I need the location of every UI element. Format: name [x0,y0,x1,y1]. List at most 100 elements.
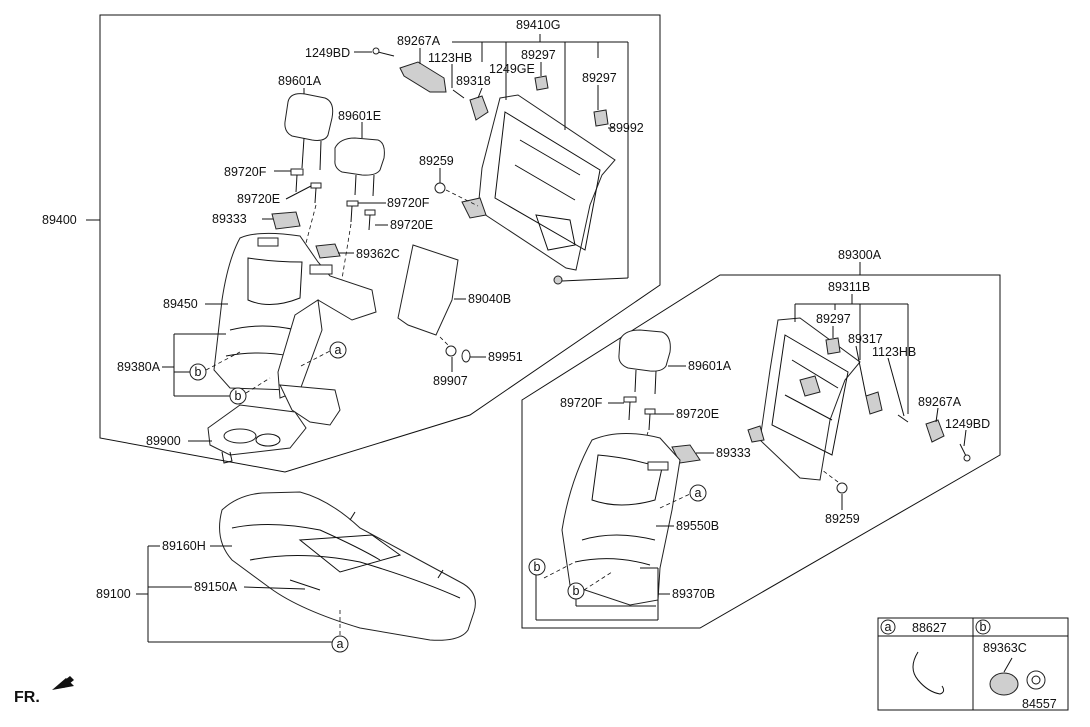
frame-bracket [799,375,821,397]
cover-panel [591,454,663,506]
bolt-head [372,47,380,55]
legend-b-part1: 89363C [983,641,1027,655]
callout-b-circle [229,387,247,405]
label-89318: 89318 [456,74,491,88]
label-89720E: 89720E [237,192,280,206]
guide-89720F-c [623,396,637,403]
callout-b-circle [189,363,207,381]
label-89900: 89900 [146,434,181,448]
label-89297: 89297 [521,48,556,62]
callout-b-circle [567,582,585,600]
label-89720E: 89720E [390,218,433,232]
bolt-1249BD-b [959,443,967,457]
frame-bracket [535,214,576,251]
label-1123HB: 1123HB [872,345,916,359]
label-89333: 89333 [212,212,247,226]
cap-89363C-icon [989,672,1019,696]
label-89601E: 89601E [338,109,381,123]
cushion-seam [231,523,381,561]
headrest-89601E [334,137,385,176]
headrest-89601A-b [618,329,671,372]
knob-89297-b [593,109,609,127]
legend-b-part2: 84557 [1022,697,1057,711]
headrest-post [319,140,322,171]
label-89550B: 89550B [676,519,719,533]
label-89720F: 89720F [224,165,267,179]
seat-cushion-89160H [219,491,476,641]
label-89267A: 89267A [397,34,441,48]
assembly-line [445,189,479,207]
label-1249GE: 1249GE [489,62,535,76]
callout-a: a [335,343,342,357]
label-89100: 89100 [96,587,131,601]
guide-stem [314,187,317,204]
callout-b-circle [528,558,546,576]
label-89720F: 89720F [387,196,430,210]
clip-88627-icon [912,651,945,695]
legend-a-part: 88627 [912,621,947,635]
bolt-1123HB-b [897,414,909,423]
label-1249BD: 1249BD [305,46,350,60]
callout-b: b [235,389,242,403]
lower-trim [279,384,341,426]
label-89311B: 89311B [828,280,870,294]
frame-rib [791,359,839,389]
headrest-post [372,174,375,197]
label-89267A: 89267A [918,395,962,409]
label-89720E: 89720E [676,407,719,421]
bezel-89333 [271,211,301,230]
latch-89317 [865,391,883,415]
label-89601A: 89601A [278,74,322,88]
label-89400: 89400 [42,213,77,227]
callout-a: a [337,637,344,651]
guide-89720E-c [644,408,656,415]
label-89907: 89907 [433,374,468,388]
label-89410G: 89410G [516,18,560,32]
label-89160H: 89160H [162,539,206,553]
label-89992: 89992 [609,121,644,135]
assembly-line [821,469,839,483]
cushion-center [298,534,402,573]
cap-89992 [553,275,563,285]
frame-inner [494,111,601,251]
frame-rib [514,164,576,201]
frame-hinge [747,425,765,443]
cover-slot [257,237,279,247]
cover-89267A [399,61,447,93]
guide-89720E [310,182,322,189]
cover-slot [309,264,333,275]
legend-a-letter: a [885,620,892,634]
leader-lines [86,34,967,643]
frame-inner [771,334,849,456]
frame-89410G [477,94,616,271]
headrest-89601A [284,93,334,141]
label-89720F: 89720F [560,396,603,410]
headrest-post [354,174,357,196]
armrest-89900 [207,404,307,456]
label-89300A: 89300A [838,248,882,262]
label-1123HB: 1123HB [428,51,472,65]
label-89951: 89951 [488,350,523,364]
group-89400-frame [99,14,661,473]
bolt-1249BD [377,51,395,57]
callout-a-circle [329,341,347,359]
headrest-post [301,137,305,169]
legend-table: a 88627 b 89363C 84557 [877,617,1069,711]
frame-rib [519,139,581,176]
label-89601A: 89601A [688,359,732,373]
bolt-1123HB [452,89,465,99]
bezel-89362C [315,243,341,259]
callout-a-circle [689,484,707,502]
front-direction-label: FR. [14,689,40,706]
guide-89720E-b [364,209,376,216]
cushion-hook [437,569,444,579]
cover-seam [574,558,651,566]
panel-89040B [397,244,459,336]
frame-89311B [759,317,861,481]
label-89450: 89450 [163,297,198,311]
seatback-cover-89550B [561,432,681,606]
guide-stem [648,413,651,431]
cover-seam [581,534,656,541]
